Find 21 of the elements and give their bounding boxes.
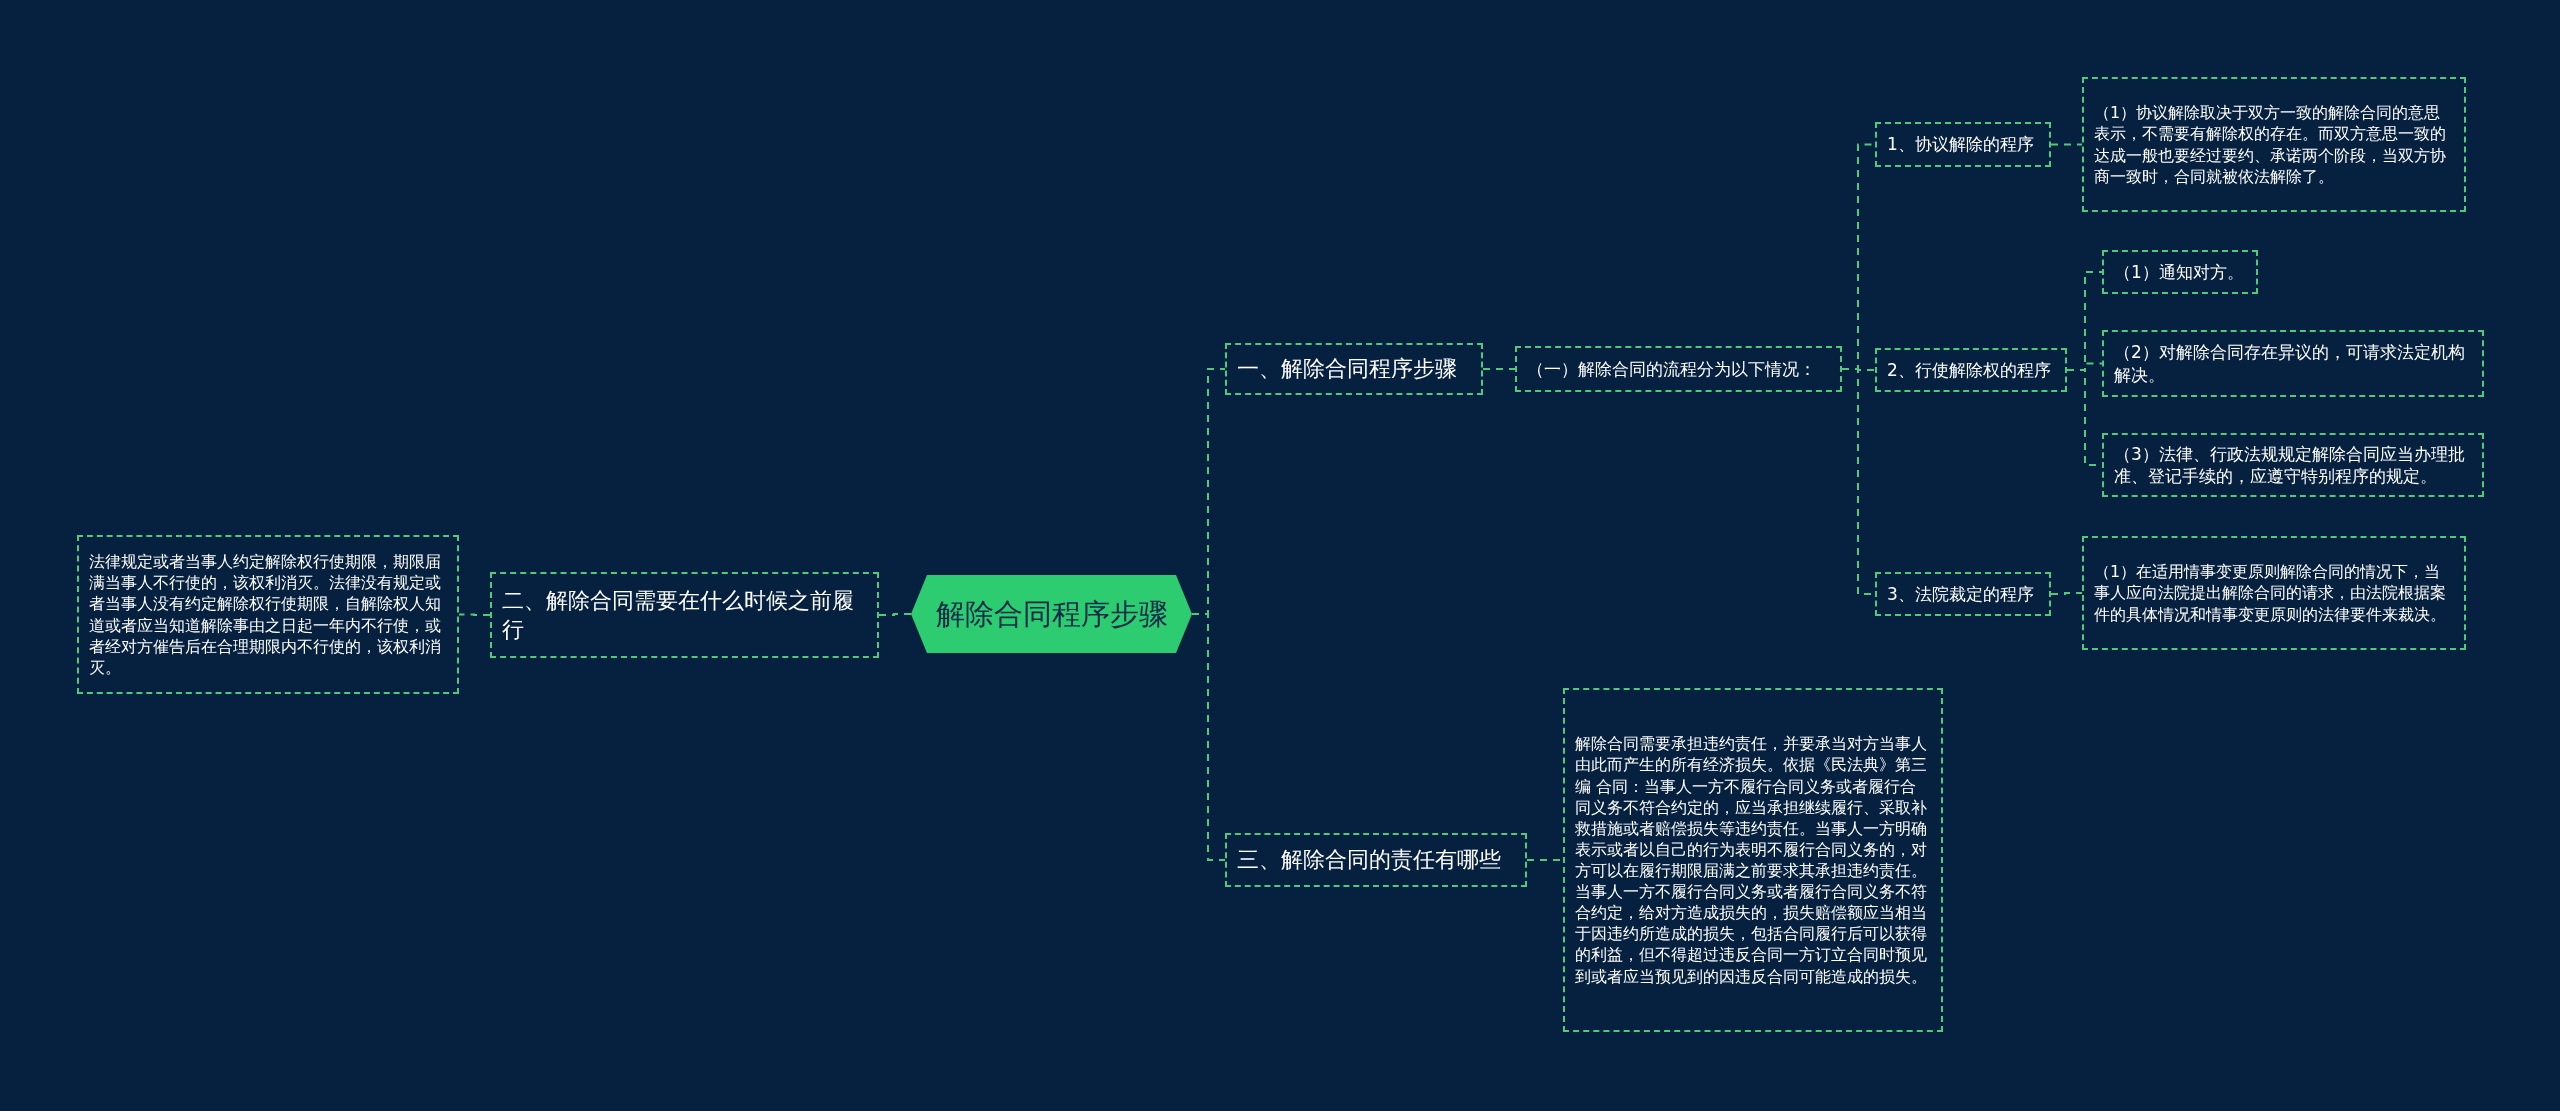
topic-hexagon: 解除合同程序步骤 xyxy=(911,575,1192,653)
text-box: （1）在适用情事变更原则解除合同的情况下，当事人应向法院提出解除合同的请求，由法院根据案件的具体情况和情事变更原则的法律要件来裁决。 xyxy=(2082,536,2466,650)
text-box: 解除合同需要承担违约责任，并要承当对方当事人由此而产生的所有经济损失。依据《民法典》第三编 合同：当事人一方不履行合同义务或者履行合同义务不符合约定的，应当承担继续履行、采取补救措施或者赔偿损失等违约责任。当事人一方明确表示或者以自己的行为表明不履行合同义务的，对方可以在履行期限届满之前要求其承担违约责任。当事人一方不履行合同义务或者履行合同义务不符合约定，给对方造成损失的，损失赔偿额应当相当于因违约所造成的损失，包括合同履行后可以获得的利益，但不得超过违反合同一方订立合同时预见到或者应当预见到的因违反合同可能造成的损失。 xyxy=(1563,688,1943,1032)
topic-box: （1）通知对方。 xyxy=(2102,250,2258,294)
connector-line xyxy=(878,613,912,616)
text-box: （2）对解除合同存在异议的，可请求法定机构解决。 xyxy=(2102,330,2484,397)
topic-box: 三、解除合同的责任有哪些 xyxy=(1225,833,1527,887)
topic-box: 1、协议解除的程序 xyxy=(1875,122,2051,167)
text-box: 法律规定或者当事人约定解除权行使期限，期限届满当事人不行使的，该权利消灭。法律没有规定或者当事人没有约定解除权行使期限，自解除权人知道或者应当知道解除事由之日起一年内不行使，或者经对方催告后在合理期限内不行使的，该权利消灭。 xyxy=(77,535,459,694)
text-box: （1）协议解除取决于双方一致的解除合同的意思表示，不需要有解除权的存在。而双方意思一致的达成一般也要经过要约、承诺两个阶段，当双方协商一致时，合同就被依法解除了。 xyxy=(2082,77,2466,212)
connector-line xyxy=(1191,613,1226,861)
connector-line xyxy=(458,613,491,616)
topic-box: 一、解除合同程序步骤 xyxy=(1225,343,1483,395)
connector-line xyxy=(2050,143,2083,146)
topic-box: 2、行使解除权的程序 xyxy=(1875,348,2067,392)
topic-box: （一）解除合同的流程分为以下情况： xyxy=(1515,346,1842,392)
topic-box: 二、解除合同需要在什么时候之前履行 xyxy=(490,572,879,658)
text-box: （3）法律、行政法规规定解除合同应当办理批准、登记手续的，应遵守特别程序的规定。 xyxy=(2102,433,2484,497)
topic-box: 3、法院裁定的程序 xyxy=(1875,572,2051,616)
connector-line xyxy=(2050,592,2083,595)
connector-line xyxy=(1482,368,1516,370)
